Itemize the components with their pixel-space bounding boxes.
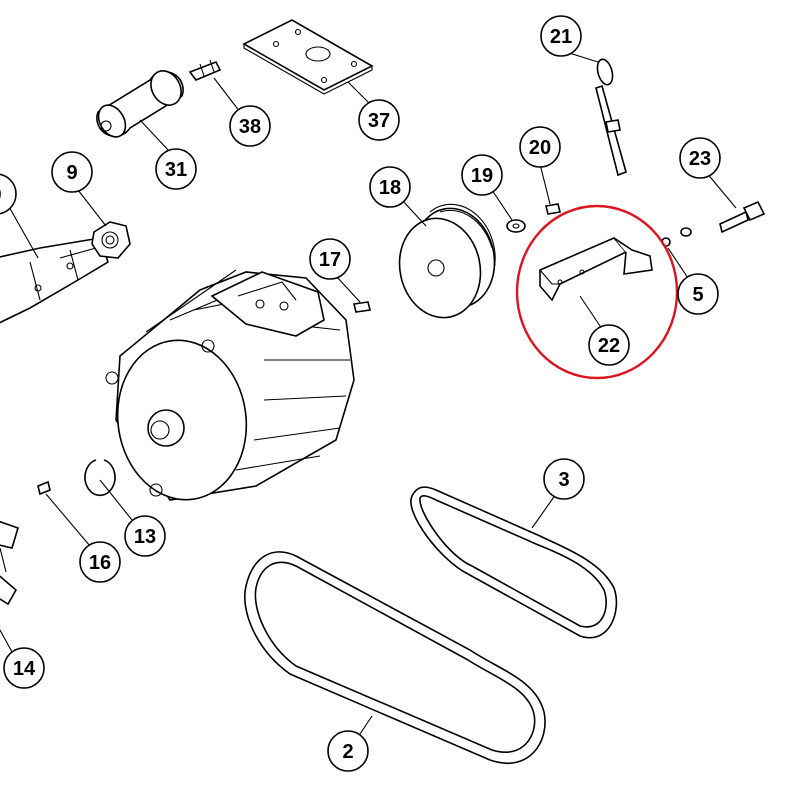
callout-31[interactable]: 31	[155, 148, 197, 190]
bracket-part-0[interactable]	[0, 237, 109, 325]
belt-part-2[interactable]	[244, 551, 546, 764]
callout-0[interactable]: 0	[0, 173, 17, 215]
svg-text:2: 2	[342, 741, 353, 763]
bracket-part-22[interactable]	[539, 237, 653, 302]
washer-part-5[interactable]	[661, 227, 692, 247]
svg-text:9: 9	[66, 162, 77, 184]
fan-part-14[interactable]	[0, 520, 19, 606]
svg-text:3: 3	[558, 469, 569, 491]
callout-5[interactable]: 5	[677, 273, 719, 315]
clip-part-38[interactable]	[188, 59, 222, 81]
circlip-part-13[interactable]	[84, 459, 116, 497]
svg-text:22: 22	[598, 335, 620, 357]
nut-part-9[interactable]	[91, 221, 131, 259]
eye-bolt-part-21[interactable]	[595, 58, 627, 177]
svg-text:18: 18	[379, 177, 401, 199]
callout-19[interactable]: 19	[461, 154, 503, 196]
callout-9[interactable]: 9	[51, 151, 93, 193]
callout-21[interactable]: 21	[540, 15, 582, 57]
svg-text:37: 37	[368, 110, 390, 132]
key-part-16[interactable]	[37, 480, 51, 496]
callout-13[interactable]: 13	[124, 515, 166, 557]
pulley-part-18[interactable]	[390, 201, 503, 325]
svg-text:19: 19	[471, 165, 493, 187]
svg-text:0: 0	[0, 184, 2, 206]
electric-motor[interactable]	[105, 269, 355, 508]
svg-text:17: 17	[319, 249, 341, 271]
callout-20[interactable]: 20	[519, 126, 561, 168]
plate-part-37[interactable]	[242, 19, 374, 95]
key-part-17[interactable]	[353, 301, 371, 313]
svg-text:20: 20	[529, 137, 551, 159]
callout-38[interactable]: 38	[229, 105, 271, 147]
svg-text:21: 21	[550, 26, 572, 48]
capacitor-part-31[interactable]	[93, 65, 187, 141]
callout-17[interactable]: 17	[309, 238, 351, 280]
svg-text:14: 14	[13, 658, 36, 680]
callout-22[interactable]: 22	[588, 324, 630, 366]
svg-text:16: 16	[89, 552, 111, 574]
callout-3[interactable]: 3	[543, 458, 585, 500]
svg-text:5: 5	[692, 284, 703, 306]
svg-text:23: 23	[689, 148, 711, 170]
bolt-part-23[interactable]	[719, 200, 766, 234]
highlight-circle	[515, 204, 679, 380]
svg-text:31: 31	[165, 159, 187, 181]
svg-text:38: 38	[239, 116, 261, 138]
washer-part-19[interactable]	[506, 219, 526, 233]
callout-23[interactable]: 23	[679, 137, 721, 179]
callout-37[interactable]: 37	[358, 99, 400, 141]
callout-2[interactable]: 2	[327, 730, 369, 772]
svg-text:13: 13	[134, 526, 156, 548]
callout-16[interactable]: 16	[79, 541, 121, 583]
belt-part-3[interactable]	[410, 486, 618, 639]
screw-part-20[interactable]	[545, 203, 561, 215]
callout-14[interactable]: 14	[3, 647, 45, 689]
callout-18[interactable]: 18	[369, 166, 411, 208]
